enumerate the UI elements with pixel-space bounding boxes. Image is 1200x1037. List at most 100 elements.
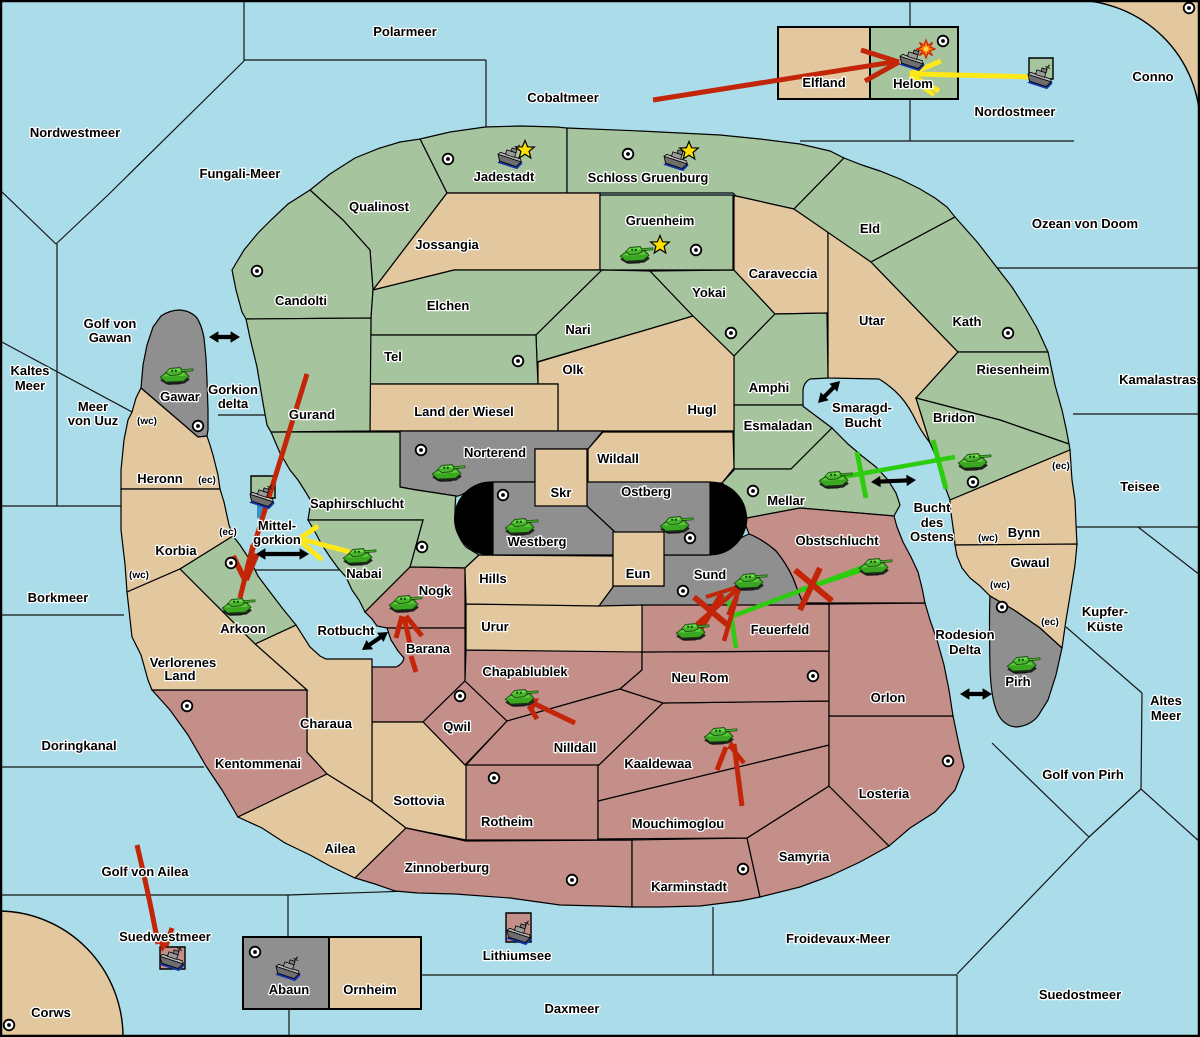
svg-text:Esmaladan: Esmaladan <box>744 418 813 433</box>
svg-text:Qwil: Qwil <box>443 719 470 734</box>
svg-text:Land der Wiesel: Land der Wiesel <box>414 404 514 419</box>
svg-text:Skr: Skr <box>551 485 572 500</box>
svg-text:Bucht: Bucht <box>845 415 883 430</box>
svg-text:Bridon: Bridon <box>933 410 975 425</box>
svg-text:Chapablublek: Chapablublek <box>482 664 568 679</box>
svg-text:Suedostmeer: Suedostmeer <box>1039 987 1121 1002</box>
svg-text:Charaua: Charaua <box>300 716 353 731</box>
svg-text:Golf von Ailea: Golf von Ailea <box>102 864 190 879</box>
svg-text:Samyria: Samyria <box>779 849 830 864</box>
svg-text:Neu Rom: Neu Rom <box>671 670 728 685</box>
svg-text:Ostens: Ostens <box>910 529 954 544</box>
svg-text:Borkmeer: Borkmeer <box>28 590 89 605</box>
svg-text:Arkoon: Arkoon <box>220 621 266 636</box>
svg-text:Kentommenai: Kentommenai <box>215 756 301 771</box>
svg-text:delta: delta <box>218 396 249 411</box>
svg-text:Jossangia: Jossangia <box>415 237 479 252</box>
svg-text:Nogk: Nogk <box>419 583 452 598</box>
svg-text:Ozean von Doom: Ozean von Doom <box>1032 216 1138 231</box>
svg-text:Gurand: Gurand <box>289 407 335 422</box>
svg-text:Kath: Kath <box>953 314 982 329</box>
svg-text:Kamalastrasse: Kamalastrasse <box>1119 372 1200 387</box>
svg-text:Gruenheim: Gruenheim <box>626 213 695 228</box>
svg-text:Schloss Gruenburg: Schloss Gruenburg <box>588 170 709 185</box>
svg-text:Feuerfeld: Feuerfeld <box>751 622 810 637</box>
svg-text:Rodesion: Rodesion <box>935 627 994 642</box>
svg-text:Nilldall: Nilldall <box>554 740 597 755</box>
svg-text:Ostberg: Ostberg <box>621 484 671 499</box>
svg-text:Qualinost: Qualinost <box>349 199 410 214</box>
svg-text:Meer: Meer <box>1151 708 1181 723</box>
svg-text:(wc): (wc) <box>990 580 1010 591</box>
svg-text:Jadestadt: Jadestadt <box>474 169 535 184</box>
svg-text:Abaun: Abaun <box>269 982 310 997</box>
svg-text:Mittel-: Mittel- <box>258 518 296 533</box>
svg-text:Elfland: Elfland <box>802 75 845 90</box>
svg-text:(wc): (wc) <box>978 533 998 544</box>
svg-text:Eld: Eld <box>860 221 880 236</box>
svg-text:Sund: Sund <box>694 567 727 582</box>
svg-text:Tel: Tel <box>384 349 402 364</box>
svg-text:Lithiumsee: Lithiumsee <box>483 948 552 963</box>
svg-text:Polarmeer: Polarmeer <box>373 24 437 39</box>
svg-text:(ec): (ec) <box>219 527 237 538</box>
svg-text:(ec): (ec) <box>1052 461 1070 472</box>
svg-text:Candolti: Candolti <box>275 293 327 308</box>
svg-text:Doringkanal: Doringkanal <box>41 738 116 753</box>
svg-text:Hugl: Hugl <box>688 402 717 417</box>
svg-text:Eun: Eun <box>626 566 651 581</box>
svg-text:Wildall: Wildall <box>597 451 639 466</box>
svg-text:Rotbucht: Rotbucht <box>317 623 375 638</box>
svg-text:Amphi: Amphi <box>749 380 789 395</box>
svg-text:Kaaldewaa: Kaaldewaa <box>624 756 692 771</box>
svg-text:Nari: Nari <box>565 322 590 337</box>
svg-text:Ailea: Ailea <box>324 841 356 856</box>
svg-text:Rotheim: Rotheim <box>481 814 533 829</box>
svg-text:Barana: Barana <box>406 641 451 656</box>
svg-text:Corws: Corws <box>31 1005 71 1020</box>
svg-text:Conno: Conno <box>1132 69 1173 84</box>
svg-text:Zinnoberburg: Zinnoberburg <box>405 860 490 875</box>
svg-text:Meer: Meer <box>15 378 45 393</box>
svg-text:Hills: Hills <box>479 571 506 586</box>
svg-text:(wc): (wc) <box>129 570 149 581</box>
svg-text:Mouchimoglou: Mouchimoglou <box>632 816 724 831</box>
svg-text:Nabai: Nabai <box>346 566 381 581</box>
svg-text:Pirh: Pirh <box>1005 674 1030 689</box>
svg-text:Verlorenes: Verlorenes <box>150 655 217 670</box>
svg-text:Urur: Urur <box>481 619 508 634</box>
svg-text:Mellar: Mellar <box>767 493 805 508</box>
svg-text:Suedwestmeer: Suedwestmeer <box>119 929 211 944</box>
svg-text:Utar: Utar <box>859 313 885 328</box>
svg-text:Nordostmeer: Nordostmeer <box>975 104 1056 119</box>
svg-text:Meer: Meer <box>78 399 108 414</box>
svg-text:Saphirschlucht: Saphirschlucht <box>310 496 405 511</box>
svg-text:Obstschlucht: Obstschlucht <box>795 533 879 548</box>
svg-text:Nordwestmeer: Nordwestmeer <box>30 125 120 140</box>
svg-text:Bucht: Bucht <box>914 500 952 515</box>
svg-text:Sottovia: Sottovia <box>393 793 445 808</box>
svg-text:Heronn: Heronn <box>137 471 183 486</box>
svg-text:Küste: Küste <box>1087 619 1123 634</box>
svg-text:Gwaul: Gwaul <box>1010 555 1049 570</box>
svg-text:Kupfer-: Kupfer- <box>1082 604 1128 619</box>
svg-text:Ornheim: Ornheim <box>343 982 396 997</box>
svg-text:Norterend: Norterend <box>464 445 526 460</box>
svg-text:gorkion: gorkion <box>253 532 301 547</box>
svg-text:Caraveccia: Caraveccia <box>749 266 818 281</box>
svg-text:Delta: Delta <box>949 642 982 657</box>
svg-text:des: des <box>921 515 943 530</box>
svg-text:Korbia: Korbia <box>155 543 197 558</box>
svg-text:Helom: Helom <box>893 76 933 91</box>
svg-text:von Uuz: von Uuz <box>68 413 119 428</box>
svg-text:Smaragd-: Smaragd- <box>832 400 892 415</box>
svg-text:(wc): (wc) <box>137 416 157 427</box>
svg-text:Kaltes: Kaltes <box>10 363 49 378</box>
svg-text:Golf von: Golf von <box>84 316 137 331</box>
svg-text:(ec): (ec) <box>1041 617 1059 628</box>
svg-text:Westberg: Westberg <box>508 534 567 549</box>
svg-text:Froidevaux-Meer: Froidevaux-Meer <box>786 931 890 946</box>
svg-text:Losteria: Losteria <box>859 786 910 801</box>
svg-text:Olk: Olk <box>563 362 585 377</box>
svg-text:Orlon: Orlon <box>871 690 906 705</box>
